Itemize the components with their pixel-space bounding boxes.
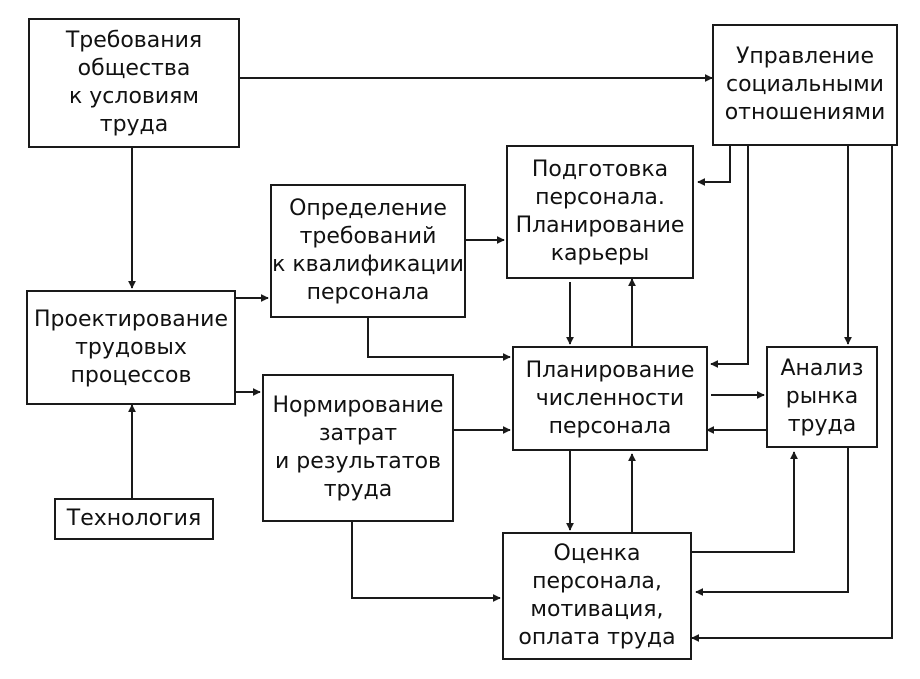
node-work-process-design: Проектирование трудовых процессов (26, 290, 236, 405)
edge-market-to-evaluation (695, 448, 849, 596)
node-labor-market-analysis: Анализ рынка труда (766, 346, 878, 448)
node-staff-evaluation-motivation-pay: Оценка персонала, мотивация, оплата труд… (502, 532, 692, 660)
edge-qualification-to-planning (367, 318, 511, 361)
node-staff-training-career-planning: Подготовка персонала. Планирование карье… (506, 145, 694, 279)
edge-social-to-evaluation (691, 146, 893, 642)
node-qualification-requirements: Определение требований к квалификации пе… (270, 184, 466, 318)
edge-norming-to-evaluation (351, 522, 501, 602)
node-headcount-planning: Планирование численности персонала (512, 346, 708, 451)
node-labor-cost-norming: Нормирование затрат и результатов труда (262, 374, 454, 522)
node-society-requirements: Требования общества к условиям труда (28, 18, 240, 148)
edge-evaluation-to-market (692, 451, 798, 553)
edge-social-to-training (697, 146, 731, 186)
node-social-relations-management: Управление социальными отношениями (712, 24, 898, 146)
node-technology: Технология (54, 498, 214, 540)
edge-social-to-planning (710, 146, 749, 368)
